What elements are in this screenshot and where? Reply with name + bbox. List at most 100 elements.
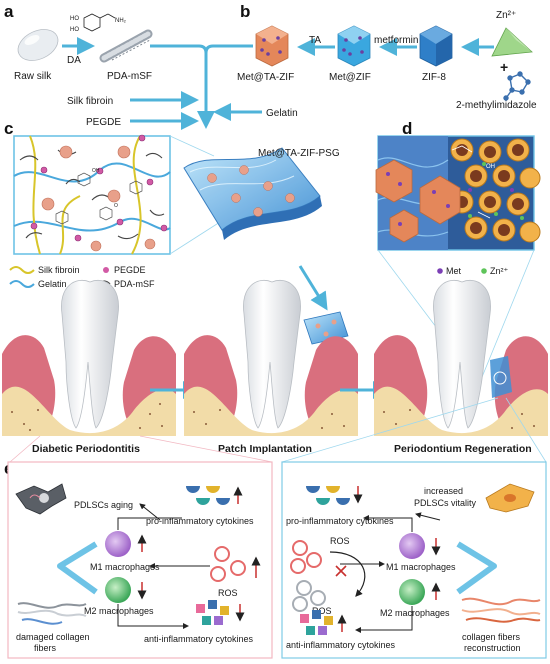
f-collagen-label: collagen fibers [462,632,521,642]
zif8-crystal [419,25,453,67]
f-m2-label: M2 macrophages [380,608,450,618]
zn-ion-shape [491,27,533,57]
met-zif-label: Met@ZIF [329,72,371,83]
ho-label-1: HO [70,16,79,22]
legend-c [9,266,111,288]
legend-zn: Zn²⁺ [490,266,509,276]
plus-sign: + [500,59,508,75]
zn-label: Zn²⁺ [496,10,516,21]
e-cytokines-pro [186,486,230,505]
f-ros-cycle [329,551,366,597]
tooth-patch-implantation [184,279,358,436]
met-ta-zif-label: Met@TA-ZIF [237,72,294,83]
network-o-label: O [114,203,118,209]
gelatin-input-label: Gelatin [266,108,298,119]
zif8-label: ZIF-8 [422,72,446,83]
f-cytokines-anti [300,610,333,635]
f-m1-to-pro [363,515,413,532]
panel-label-b: b [240,2,250,21]
ta-label: TA [309,35,321,46]
raw-silk-label: Raw silk [14,71,52,82]
zoom-fan-f [281,397,547,463]
methylimidazole-structure [503,71,531,101]
f-bracket-arrow [456,541,497,595]
da-label: DA [67,55,81,66]
pegde-input-label: PEGDE [86,117,121,128]
legend-met: Met [446,266,462,276]
legend-silk-fibroin: Silk fibroin [38,265,80,275]
f-m1-cell [399,533,425,559]
f-ros-cluster-red [290,540,322,574]
f-pro-label: pro-inflammatory cytokines [286,516,394,526]
f-anti-label: anti-inflammatory cytokines [286,640,396,650]
patch-label: Met@TA-ZIF-PSG [258,148,340,159]
f-vitality-arrow [415,512,441,521]
e-m1-label: M1 macrophages [90,562,160,572]
nh2-label: NH₂ [115,18,127,24]
f-m1-label: M1 macrophages [386,562,456,572]
e-pro-label: pro-inflammatory cytokines [146,516,254,526]
e-m2-cell [105,577,131,603]
pda-msf-fibers [99,29,153,63]
methylimidazole-label: 2-methylimidazole [456,100,537,111]
f-m2-to-anti [355,606,413,633]
f-ros-cluster-grey [292,580,326,612]
f-collagen-fibers [461,597,541,623]
tooth-diabetic-periodontitis [2,279,176,436]
aging-cell [15,483,67,515]
e-m2-to-anti [117,604,189,629]
legend-pda-msf: PDA-mSF [114,279,155,289]
f-ros1-label: ROS [330,536,350,546]
e-bracket-arrow [57,541,98,595]
legend-gelatin: Gelatin [38,279,67,289]
panel-label-d: d [402,119,412,138]
zoom-fan-e [9,435,273,463]
met-ta-zif-crystal [255,25,289,67]
e-damaged-label: damaged collagen [16,632,90,642]
e-fibers-label: fibers [34,643,57,653]
ho-label-2: HO [70,27,79,33]
e-aging-label: PDLSCs aging [74,500,133,510]
patch-delivery-arrow [298,265,328,311]
small-patch [303,311,349,345]
zoom-line-c-bottom [169,221,221,255]
zoom-line-d-right [479,249,535,383]
f-increased-label: increased [424,486,463,496]
network-oh-label: OH [92,168,100,174]
metformin-label: metformin [374,35,418,46]
e-damaged-collagen [17,602,87,625]
dopamine-structure [83,13,116,32]
legend-d [437,268,487,274]
zoom-line-c-top [169,135,215,157]
raw-silk-cocoon [17,29,59,61]
e-cytokines-anti [196,600,229,625]
tooth1-label: Diabetic Periodontitis [32,443,140,455]
legend-pegde: PEGDE [114,265,146,275]
met-zif-crystal [337,25,371,67]
d-oh-label: OH [486,164,495,170]
hydrogel-network-panel: OH O [13,134,171,255]
f-recon-label: reconstruction [464,643,521,653]
tooth-periodontium-regeneration [374,279,548,436]
e-m1-to-pro [117,517,182,530]
healthy-cell [485,483,535,513]
mechanism-panel-d: OH [375,135,541,251]
e-m2-label: M2 macrophages [84,606,154,616]
panel-label-a: a [4,2,14,21]
f-cytokines-pro [306,486,350,505]
e-ros-label: ROS [218,588,238,598]
e-aging-arrow [139,503,161,521]
silk-fibroin-input-label: Silk fibroin [67,96,113,107]
pda-msf-feed-line [150,44,215,129]
f-ros2-label: ROS [312,606,332,616]
e-m1-cell [105,531,131,557]
hydrogel-patch [183,147,322,240]
met-ta-zif-feed-line [204,44,253,54]
f-ros-cross [335,565,347,577]
pda-msf-label: PDA-mSF [107,71,152,82]
e-anti-label: anti-inflammatory cytokines [144,634,254,644]
tooth2-label: Patch Implantation [218,443,312,455]
e-ros-cluster [210,546,246,582]
f-vitality-label: PDLSCs vitality [414,498,477,508]
